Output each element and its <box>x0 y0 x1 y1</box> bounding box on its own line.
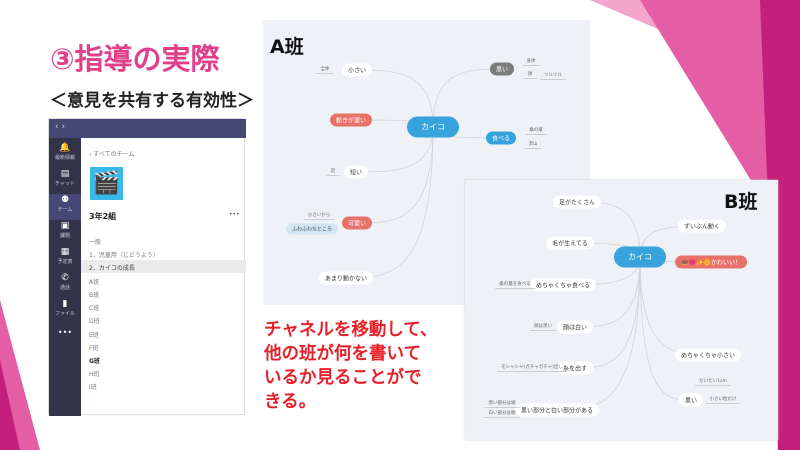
connector-line <box>574 256 641 328</box>
node[interactable]: ずいぶん動く <box>677 219 727 233</box>
sub-node[interactable]: 桑の葉を食べる <box>495 281 535 289</box>
sub-node[interactable]: 黒い部分は頭 <box>484 400 520 408</box>
file-icon: ▮ <box>62 299 68 309</box>
slide-title: ③指導の実際 <box>50 42 220 76</box>
center-node[interactable]: カイコ <box>407 116 459 138</box>
channel-item[interactable]: B班 <box>89 292 100 299</box>
note-line: チャネルを移動して、 <box>264 320 438 340</box>
node[interactable]: 動きが遅い <box>329 113 373 127</box>
channel-item[interactable]: E班 <box>89 332 99 339</box>
node[interactable]: めちゃくちゃ食べる <box>529 278 597 292</box>
rail-activity[interactable]: 🔔最新情報 <box>49 142 81 168</box>
channel-item[interactable]: A班 <box>89 279 100 286</box>
phone-icon: ✆ <box>61 273 69 283</box>
note-line: 他の班が何を書いて <box>264 344 421 364</box>
note-line: きる。 <box>264 392 317 412</box>
rail-files[interactable]: ▮ファイル <box>49 298 81 324</box>
node[interactable]: あまり動かない <box>318 271 374 285</box>
center-node[interactable]: カイコ <box>614 246 666 268</box>
node[interactable]: 食べる <box>485 131 517 145</box>
node[interactable]: めちゃくちゃ小さい <box>674 348 742 362</box>
connector-line <box>345 126 434 279</box>
sub-node[interactable]: 小さいから <box>303 212 335 220</box>
app-rail: 🔔最新情報 ▤チャット ⚉チーム ▣課題 ▦予定表 ✆通話 ▮ファイル ••• <box>49 138 81 416</box>
sub-node[interactable]: ふわふわなところ <box>285 223 339 235</box>
sub-node[interactable]: 沢山 <box>524 141 542 149</box>
nav-arrows[interactable]: ‹ › <box>49 119 246 138</box>
node[interactable]: 🍩💗✨🌼かわいい！ <box>675 255 747 269</box>
group-label: A班 <box>270 36 304 58</box>
note-line: いるか見ることがで <box>264 368 422 388</box>
sub-node[interactable]: 身体 <box>522 58 540 66</box>
team-panel: ‹ すべてのチーム 🎬 3年2組 ••• 一般 1．児童用（じどうよう） 2．カ… <box>81 138 246 416</box>
clapperboard-icon: 🎬 <box>92 171 121 196</box>
sub-node[interactable]: 足 <box>326 168 340 176</box>
sub-node[interactable]: ツルツル <box>540 72 566 80</box>
node[interactable]: 小さい <box>341 63 373 77</box>
channel-item[interactable]: C班 <box>89 305 100 312</box>
rail-chat[interactable]: ▤チャット <box>49 168 81 194</box>
rail-teams[interactable]: ⚉チーム <box>49 194 81 220</box>
team-more-button[interactable]: ••• <box>229 211 240 218</box>
bag-icon: ▣ <box>60 221 70 231</box>
channel-item[interactable]: F班 <box>89 345 99 352</box>
node[interactable]: 可愛い <box>341 216 373 230</box>
connector-line <box>574 256 641 369</box>
connector-line <box>639 256 709 356</box>
node[interactable]: 足がたくさん <box>552 195 602 209</box>
group-label: B班 <box>724 191 758 213</box>
node[interactable]: 黒い部分と白い部分がある <box>514 403 600 417</box>
sub-node[interactable]: だいたい1cm <box>695 378 731 386</box>
connector-line <box>639 256 692 401</box>
channel-item[interactable]: D班 <box>89 318 100 325</box>
teams-icon: ⚉ <box>60 195 70 205</box>
connector-line <box>356 126 434 224</box>
bell-icon: 🔔 <box>59 143 71 153</box>
sub-node[interactable]: 小さい粒だけ <box>705 396 741 404</box>
sub-node[interactable]: 顔 <box>523 71 537 79</box>
node[interactable]: 黒い <box>678 393 704 407</box>
sub-node[interactable]: 桑の葉 <box>525 127 547 135</box>
back-to-teams[interactable]: ‹ すべてのチーム <box>89 151 135 158</box>
team-name: 3年2組 <box>89 212 117 221</box>
explanation-text: チャネルを移動して、 他の班が何を書いて いるか見ることがで きる。 <box>264 318 437 414</box>
channel-item[interactable]: I班 <box>89 384 97 391</box>
rail-calls[interactable]: ✆通話 <box>49 272 81 298</box>
rail-more[interactable]: ••• <box>57 328 73 337</box>
calendar-icon: ▦ <box>60 247 70 257</box>
sub-node[interactable]: モシャシャ(ガチャガチャ)出し <box>497 364 567 372</box>
node[interactable]: 黒い <box>489 62 515 76</box>
node[interactable]: 毛が生えてる <box>546 236 594 250</box>
channel-item[interactable]: 一般 <box>89 239 102 246</box>
chat-icon: ▤ <box>60 169 70 179</box>
teams-window: ‹ › 🔔最新情報 ▤チャット ⚉チーム ▣課題 ▦予定表 ✆通話 ▮ファイル … <box>48 118 246 416</box>
channel-item-selected[interactable]: 2．カイコの成長 <box>81 260 246 273</box>
rail-assignments[interactable]: ▣課題 <box>49 220 81 246</box>
channel-item[interactable]: 1．児童用（じどうよう） <box>89 252 159 259</box>
slide-subtitle: ＜意見を共有する有効性＞ <box>50 91 254 111</box>
node[interactable]: 顔は白い <box>556 320 594 334</box>
node[interactable]: 短い <box>343 165 369 179</box>
mindmap-b: B班 カイコ 足がたくさん 毛が生えてる めちゃくちゃ食べる 顔は白い 糸を出す… <box>465 180 778 440</box>
channel-item[interactable]: G班 <box>89 358 100 365</box>
sub-node[interactable]: 全体 <box>316 66 334 74</box>
channel-item[interactable]: H班 <box>89 371 100 378</box>
sub-node[interactable]: 白い部分は胴 <box>484 410 520 418</box>
rail-calendar[interactable]: ▦予定表 <box>49 246 81 272</box>
team-avatar: 🎬 <box>90 167 123 200</box>
sub-node[interactable]: 顔は黒い <box>530 323 556 331</box>
